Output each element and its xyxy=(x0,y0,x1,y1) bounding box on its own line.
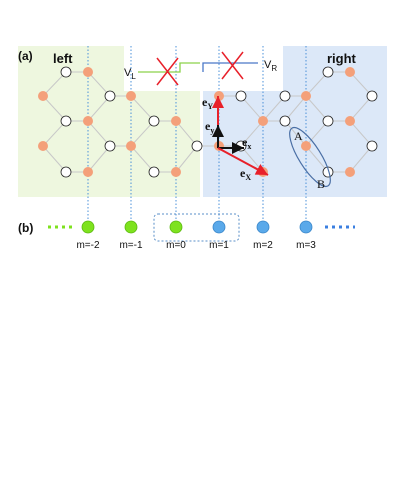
lattice-site-filled xyxy=(126,141,136,151)
lattice-bond xyxy=(87,145,111,173)
chain-site-label: m=0 xyxy=(166,240,186,251)
lattice-bond xyxy=(349,145,373,173)
lattice-site-open xyxy=(322,66,334,78)
region-left-label: left xyxy=(53,51,73,66)
vector-eY-label: eY xyxy=(202,95,213,111)
lattice-site-filled xyxy=(171,167,181,177)
chain-site xyxy=(212,220,226,234)
lattice-bond xyxy=(87,95,111,122)
chain-site-label: m=-1 xyxy=(119,240,143,251)
lead-right-label: VR xyxy=(264,59,277,73)
lattice-site-open xyxy=(366,140,378,152)
chain-sites: m=-2 m=-1 m=0 m=1 m=2 m=3 xyxy=(76,220,316,251)
lattice-bond xyxy=(305,120,329,147)
lattice-site-open xyxy=(104,140,116,152)
chain-site-label: m=2 xyxy=(253,240,273,251)
chain-site-label: m=1 xyxy=(209,240,229,251)
chain-site-label: m=-2 xyxy=(76,240,100,251)
lattice-site-filled xyxy=(258,116,268,126)
lattice-bond xyxy=(240,95,264,122)
lattice-site-filled xyxy=(171,116,181,126)
lattice-site-filled xyxy=(345,116,355,126)
lattice-bond xyxy=(42,120,67,147)
lattice-bond xyxy=(42,145,67,173)
vector-eX-label: eX xyxy=(240,166,251,182)
chain-site xyxy=(256,220,270,234)
lattice-bond xyxy=(305,145,329,173)
junction-highlight-box xyxy=(153,213,240,242)
lattice-site-open xyxy=(60,115,72,127)
lattice-bond xyxy=(87,120,111,147)
panel-b-label: (b) xyxy=(18,221,33,235)
vector-ey-label: ey xyxy=(205,119,214,135)
lattice-site-filled xyxy=(345,167,355,177)
lead-left-label: VL xyxy=(124,67,136,81)
unit-cell-ellipse xyxy=(289,126,331,188)
cross-right-icon xyxy=(221,51,244,80)
lattice-bond xyxy=(262,95,286,122)
lattice-site-filled xyxy=(83,167,93,177)
lattice-site-open xyxy=(148,115,160,127)
lattice-site-open xyxy=(104,90,116,102)
panel-a-label: (a) xyxy=(18,49,33,63)
lattice-site-open xyxy=(148,166,160,178)
lattice-site-filled xyxy=(83,67,93,77)
lattice-site-open xyxy=(60,166,72,178)
lattice-bond xyxy=(284,95,307,122)
lattice-bond xyxy=(130,120,155,147)
lattice-bond xyxy=(349,71,373,97)
vector-ex-label: ex xyxy=(242,135,251,151)
chain-site xyxy=(169,220,183,234)
lattice-bond xyxy=(87,71,111,97)
lattice-site-open xyxy=(191,140,203,152)
lattice-site-filled xyxy=(126,91,136,101)
lattice-bond xyxy=(130,95,155,122)
lattice-site-open xyxy=(235,90,247,102)
lattice-site-filled xyxy=(345,67,355,77)
lattice-bond xyxy=(305,95,329,122)
lead-left xyxy=(138,62,200,73)
lattice-site-filled xyxy=(38,141,48,151)
lattice-site-open xyxy=(322,115,334,127)
lattice-site-filled xyxy=(38,91,48,101)
vector-eX-arrow xyxy=(217,147,269,176)
cross-left-icon xyxy=(156,57,179,86)
site-A-label: A xyxy=(294,129,303,143)
chain-site xyxy=(299,220,313,234)
lattice-bond xyxy=(42,95,67,122)
lattice-site-open xyxy=(279,115,291,127)
lattice-site-filled xyxy=(301,141,311,151)
lattice-bond xyxy=(175,145,198,173)
right-region xyxy=(203,46,387,197)
site-B-label: B xyxy=(317,177,325,191)
lattice-bond xyxy=(240,120,264,147)
lattice-bond xyxy=(349,95,373,122)
lattice-bond xyxy=(349,120,373,147)
lattice-bond xyxy=(284,120,307,147)
region-right-label: right xyxy=(327,51,357,66)
lattice-bond xyxy=(175,120,198,147)
lattice-site-open xyxy=(366,90,378,102)
left-region xyxy=(18,46,200,197)
lattice-bond xyxy=(130,145,155,173)
chain-site-label: m=3 xyxy=(296,240,316,251)
lattice-site-filled xyxy=(83,116,93,126)
lattice-site-open xyxy=(60,66,72,78)
lattice-site-open xyxy=(279,90,291,102)
chain-site xyxy=(124,220,138,234)
lead-right xyxy=(202,62,258,72)
lattice-bond xyxy=(305,71,329,97)
lattice-site-filled xyxy=(301,91,311,101)
lattice-bond xyxy=(42,71,67,97)
chain-site xyxy=(81,220,95,234)
